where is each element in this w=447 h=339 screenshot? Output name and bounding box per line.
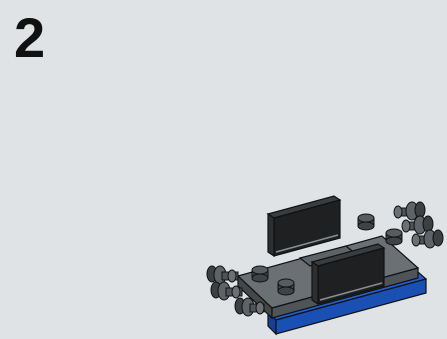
lego-model-illustration [206,195,444,336]
axle-pin [411,229,444,249]
axle-pin [210,281,243,301]
axle-pin [206,265,239,285]
left-axle-pins [206,265,265,317]
front-panel [275,234,386,306]
axle-pin [393,201,426,221]
plate-studs [251,213,403,296]
stud [251,265,269,283]
step-number: 2 [14,6,46,69]
axle-pin [401,215,434,235]
axle-pin [234,297,265,317]
stud [357,213,375,231]
back-panel [266,195,342,258]
stud [385,228,403,246]
stud [277,278,295,296]
right-axle-pins [393,201,444,249]
